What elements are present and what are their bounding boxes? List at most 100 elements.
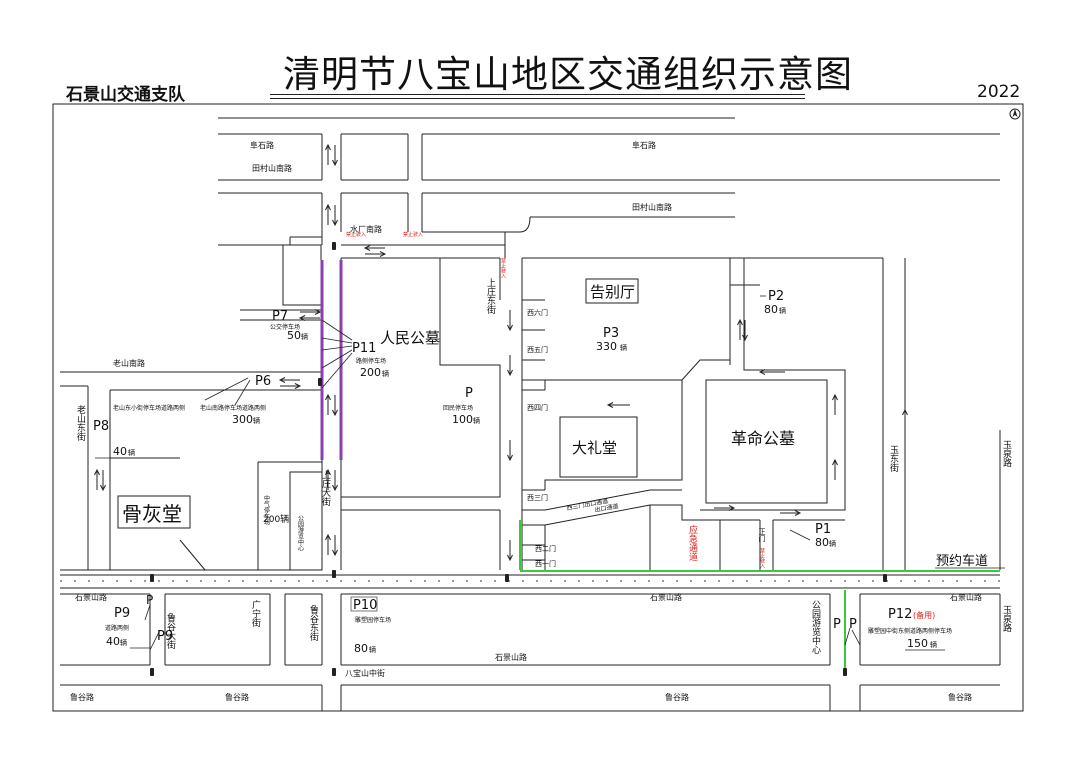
road-label: 鲁谷路	[948, 692, 972, 702]
road-label-vertical: 公园游览中心	[810, 600, 821, 654]
map-title: 清明节八宝山地区交通组织示意图	[283, 53, 853, 96]
road-label: 八宝山中街	[345, 668, 385, 678]
geming-cemetery-label: 革命公墓	[731, 429, 795, 448]
parking-capacity: 150	[907, 637, 928, 650]
gate-label: 西三门	[527, 493, 548, 502]
parking-id: P9	[157, 629, 173, 644]
gate-label: 西六门	[527, 308, 548, 317]
parking-id: P10	[353, 598, 377, 613]
parking-note: 雕塑园中街东侧道路两侧停车场	[868, 627, 952, 635]
road-label: 石景山路	[495, 652, 527, 662]
parking-capacity: 80	[354, 642, 368, 655]
road-label-vertical: 玉泉路	[1001, 440, 1012, 468]
parking-id: P3	[603, 326, 619, 341]
parking-note: 公交停车场	[270, 323, 300, 331]
gate-label: 西五门	[527, 345, 548, 354]
parking-capacity: 330	[596, 340, 617, 353]
parking-capacity: 50	[287, 329, 301, 342]
map-frame	[52, 103, 1024, 712]
road-label: 阜石路	[632, 140, 656, 150]
no-entry-label: 禁止驶入	[403, 231, 423, 238]
parking-unit: 辆	[620, 343, 627, 352]
road-label-vertical: 鲁谷大街	[165, 612, 176, 650]
dalitang-label: 大礼堂	[572, 439, 617, 457]
road-label-vertical: 上庄东街	[485, 278, 496, 315]
reservation-lane-label: 预约车道	[936, 553, 988, 569]
road-label-vertical: 玉泉路	[1001, 605, 1012, 633]
zhongqi-lot-label: 中气停车场	[263, 494, 270, 526]
road-label: 阜石路	[250, 140, 274, 150]
road-label: 田村山南路	[252, 163, 292, 173]
year-label: 2022	[977, 82, 1021, 102]
road-label: 田村山南路	[632, 202, 672, 212]
parking-capacity: 40	[113, 445, 127, 458]
road-label-vertical: 广宁街	[250, 599, 261, 628]
road-label: 石景山路	[950, 592, 982, 602]
parking-capacity: 300	[232, 413, 253, 426]
parking-note: 路侧停车场	[356, 357, 386, 365]
parking-unit: 辆	[382, 369, 389, 378]
gate-label: 西一门	[535, 559, 556, 568]
parking-labels: P1 80 辆 P2 80 辆 P3 330 辆 P 回民停车场 100 辆 P…	[93, 289, 952, 655]
road-label: 石景山路	[650, 592, 682, 602]
parking-capacity: 200	[360, 366, 381, 379]
road-labels: 阜石路 阜石路 田村山南路 田村山南路 水厂南路 老山南路 石景山路 石景山路 …	[70, 140, 982, 702]
zhongqi-capacity: 200辆	[263, 513, 289, 525]
parking-id: P6	[255, 374, 271, 389]
parking-note: 老山东小街停车场道路两侧	[113, 404, 185, 412]
parking-id: P	[146, 593, 153, 607]
parking-id: P7	[272, 309, 288, 324]
road-label: 水厂南路	[350, 224, 382, 234]
parking-unit: 辆	[829, 539, 836, 548]
parking-unit: 辆	[301, 332, 308, 341]
parking-unit: 辆	[930, 640, 937, 649]
parking-id: P11	[352, 341, 376, 356]
parking-unit: 辆	[779, 306, 786, 315]
organization-label: 石景山交通支队	[66, 85, 185, 105]
gate-label: 正门	[758, 528, 766, 543]
parking-note: 道路两侧	[105, 624, 129, 632]
road-label: 老山南路	[113, 358, 145, 368]
gate-label: 西四门	[527, 403, 548, 412]
parking-capacity: 100	[452, 413, 473, 426]
parking-tag: (备用)	[913, 610, 935, 620]
parking-note: 老山南路停车场道路两侧	[200, 404, 266, 412]
guhuitang-label: 骨灰堂	[122, 502, 182, 526]
parking-id: P9	[114, 606, 130, 621]
parking-note: 雕塑园停车场	[355, 616, 391, 624]
title-underline	[270, 94, 805, 95]
parking-id: P	[465, 386, 473, 401]
parking-unit: 辆	[120, 638, 127, 647]
road-network	[60, 117, 1001, 711]
no-entry-label: 禁止驶入	[346, 231, 366, 238]
road-label: 鲁谷路	[665, 692, 689, 702]
traffic-light-icon	[150, 242, 887, 676]
gongyuan-label: 公园游览中心	[297, 515, 304, 551]
road-label: 鲁谷路	[225, 692, 249, 702]
parking-unit: 辆	[128, 448, 135, 457]
no-entry-label: 禁止驶入	[500, 258, 506, 278]
vertical-road-labels: 老山东街 上庄东街 上庄大街 玉东街 玉泉路 玉泉路 鲁谷大街 广宁街 鲁谷东街…	[75, 278, 1012, 654]
misc-labels: 中气停车场 200辆 公园游览中心	[263, 494, 304, 551]
gaobie-hall-label: 告别厅	[590, 283, 635, 301]
road-label-vertical: 玉东街	[888, 445, 899, 473]
parking-capacity: 40	[106, 635, 120, 648]
road-label: 石景山路	[75, 592, 107, 602]
parking-note: 回民停车场	[443, 404, 473, 412]
parking-id: P2	[768, 289, 784, 304]
title-underline-2	[270, 98, 805, 99]
guhuitang-box	[117, 495, 191, 529]
renmin-cemetery-label: 人民公墓	[380, 329, 440, 347]
road-label-vertical: 老山东街	[75, 404, 86, 442]
red-labels: 应急通道 禁止驶入 禁止驶入 禁止驶入 禁止驶入	[346, 231, 765, 568]
parking-id: P8	[93, 419, 109, 434]
road-label-vertical: 上庄大街	[320, 470, 331, 507]
road-label-vertical: 鲁谷东街	[308, 604, 319, 642]
parking-capacity: 80	[764, 303, 778, 316]
no-entry-label: 禁止驶入	[759, 548, 765, 568]
north-arrow-icon	[1009, 108, 1021, 120]
parking-unit: 辆	[253, 416, 260, 425]
emergency-lane-label: 应急通道	[687, 524, 698, 562]
parking-id: P	[849, 617, 857, 632]
